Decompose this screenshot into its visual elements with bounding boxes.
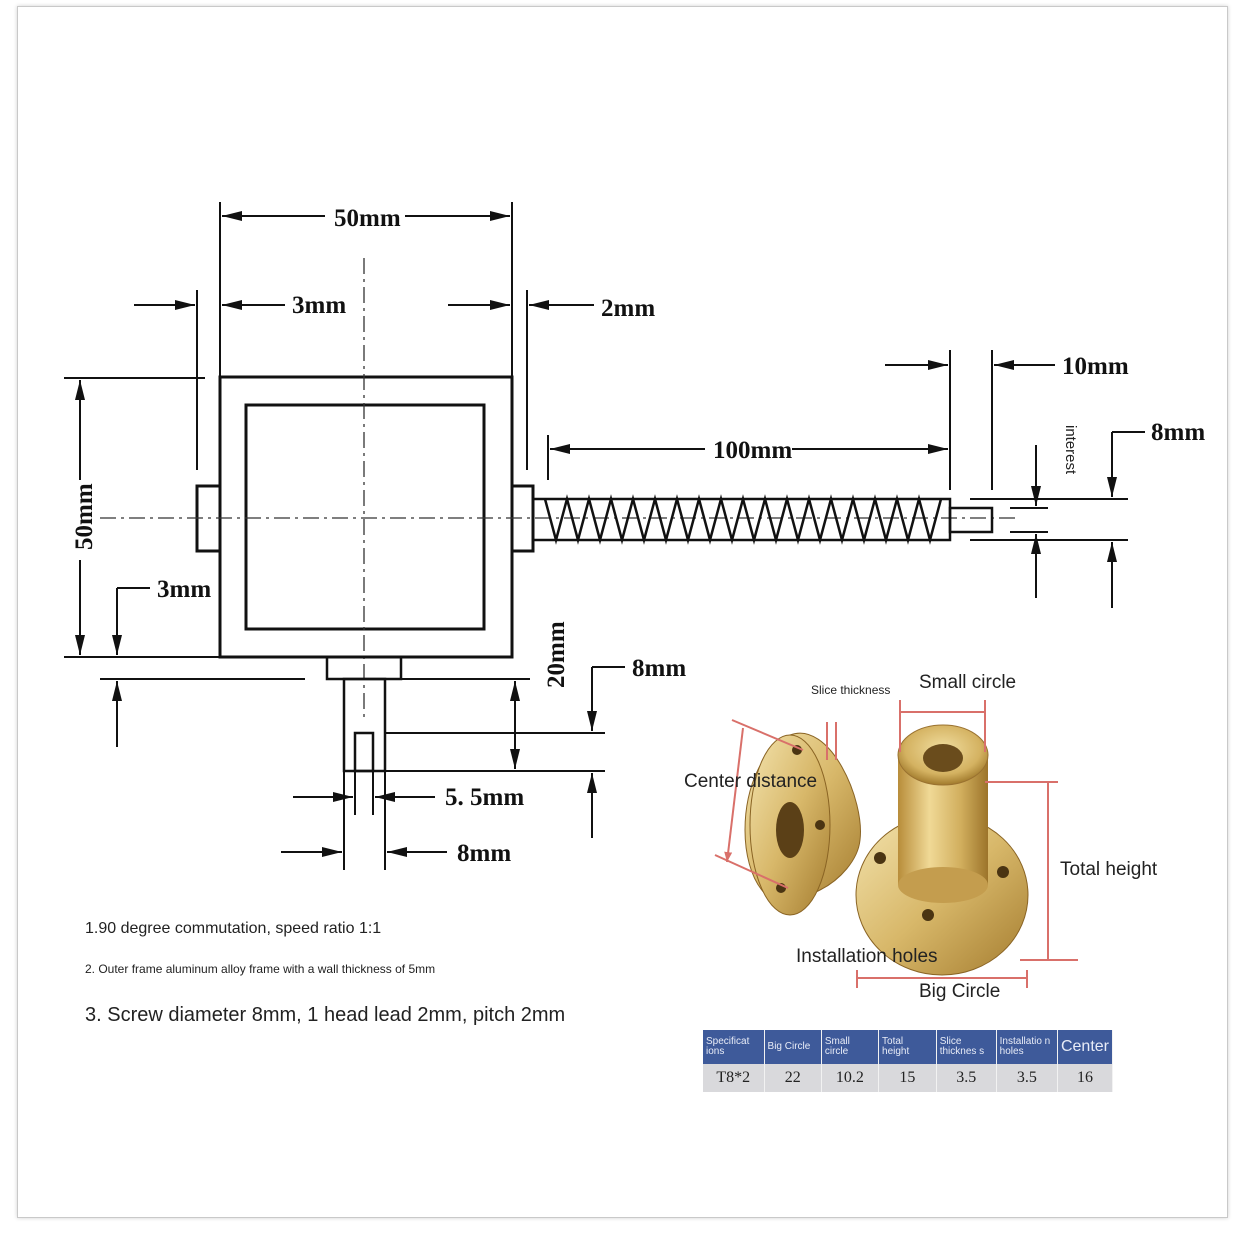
- dim-right-gap: 2mm: [601, 295, 655, 322]
- dim-screw-length: 100mm: [713, 437, 792, 464]
- dim-screw-diameter: 8mm: [1151, 419, 1205, 446]
- header-center: Center: [1057, 1030, 1114, 1064]
- label-slice-thickness: Slice thickness: [811, 683, 890, 697]
- cell-small-circle: 10.2: [821, 1064, 880, 1092]
- dim-interest: interest: [1062, 425, 1079, 475]
- label-installation-holes: Installation holes: [796, 946, 938, 967]
- header-small-circle: Small circle: [821, 1030, 880, 1064]
- dim-shaft-end: 8mm: [632, 655, 686, 682]
- header-installation-holes: Installatio n holes: [996, 1030, 1058, 1064]
- gearbox-body: [195, 375, 535, 659]
- dim-left-gap: 3mm: [292, 292, 346, 319]
- nut-right: [855, 724, 1029, 976]
- cell-installation-holes: 3.5: [996, 1064, 1058, 1092]
- header-total-height: Total height: [878, 1030, 937, 1064]
- label-small-circle: Small circle: [919, 672, 1016, 693]
- label-big-circle: Big Circle: [919, 981, 1000, 1002]
- brass-nut-illustration: Slice thickness Small circle Center dist…: [684, 672, 1158, 1002]
- header-big-circle: Big Circle: [764, 1030, 822, 1064]
- dim-top-width: 50mm: [334, 205, 401, 232]
- dim-key-width: 5. 5mm: [445, 784, 524, 811]
- dim-tail-length: 10mm: [1062, 353, 1129, 380]
- cell-slice-thickness: 3.5: [936, 1064, 997, 1092]
- spec-table-header-row: Specificat ions Big Circle Small circle …: [703, 1030, 1114, 1064]
- nut-left: [744, 732, 861, 916]
- table-row: T8*2 22 10.2 15 3.5 3.5 16: [703, 1064, 1114, 1092]
- label-center-distance: Center distance: [684, 771, 817, 792]
- cell-total-height: 15: [878, 1064, 937, 1092]
- dim-bottom-offset: 3mm: [157, 576, 211, 603]
- dim-shaft-width: 8mm: [457, 840, 511, 867]
- label-total-height: Total height: [1060, 859, 1158, 880]
- dimension-lines: [64, 202, 1145, 870]
- dim-left-height: 50mm: [71, 483, 98, 550]
- cell-big-circle: 22: [764, 1064, 822, 1092]
- header-slice-thickness: Slice thicknes s: [936, 1030, 997, 1064]
- dim-shaft-height: 20mm: [543, 621, 570, 688]
- header-specifications: Specificat ions: [703, 1030, 765, 1064]
- cell-specification: T8*2: [703, 1064, 765, 1092]
- cell-center: 16: [1057, 1064, 1114, 1092]
- note-line-3: 3. Screw diameter 8mm, 1 head lead 2mm, …: [85, 1004, 566, 1026]
- note-line-2: 2. Outer frame aluminum alloy frame with…: [85, 962, 436, 976]
- nut-annotation-lines: [714, 700, 1078, 988]
- center-lines: [100, 258, 1020, 720]
- note-line-1: 1.90 degree commutation, speed ratio 1:1: [85, 920, 382, 937]
- spec-table: Specificat ions Big Circle Small circle …: [703, 1030, 1114, 1092]
- lead-screw: [531, 494, 994, 545]
- output-shaft: [325, 655, 403, 773]
